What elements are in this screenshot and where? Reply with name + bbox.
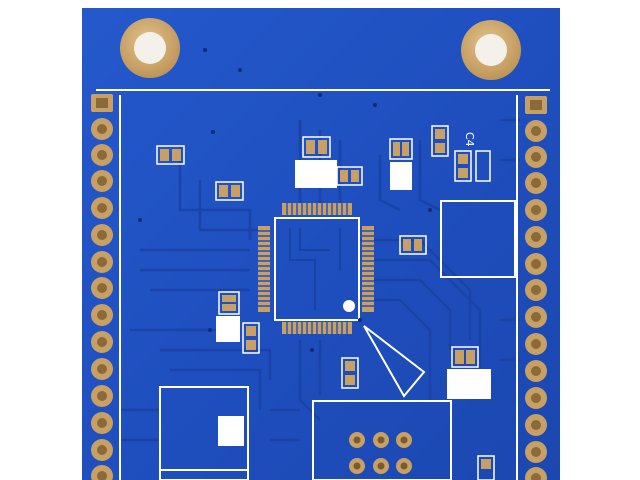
mounting-hole-left [120,18,180,78]
smd-component-10 [341,357,359,389]
smd-component-4 [336,166,363,186]
smd-component-12 [477,455,495,480]
smd-component-11 [447,346,491,399]
smd-component-1 [156,145,185,165]
mounting-hole-right [461,20,521,80]
silkscreen-triangle [363,325,426,398]
qfp-chip-footprint [258,203,374,334]
pcb-vias [138,48,432,352]
smd-component-2 [215,181,244,201]
smd-component-6 [454,150,491,182]
left-edge-pads [91,94,121,480]
smd-component-9 [242,322,260,354]
smd-component-c4 [431,125,449,157]
smd-pads [156,125,495,480]
silkscreen-label-c4: C4 [463,132,476,147]
smd-component-7 [399,235,427,255]
smd-component-8 [216,291,240,342]
smd-component-5 [389,138,413,190]
pcb-traces [120,118,520,442]
bottom-pin-header [312,400,452,480]
bottom-left-component [159,386,249,480]
silkscreen-outline-right [440,200,516,278]
smd-component-3 [295,136,337,188]
right-edge-pads [516,95,547,480]
